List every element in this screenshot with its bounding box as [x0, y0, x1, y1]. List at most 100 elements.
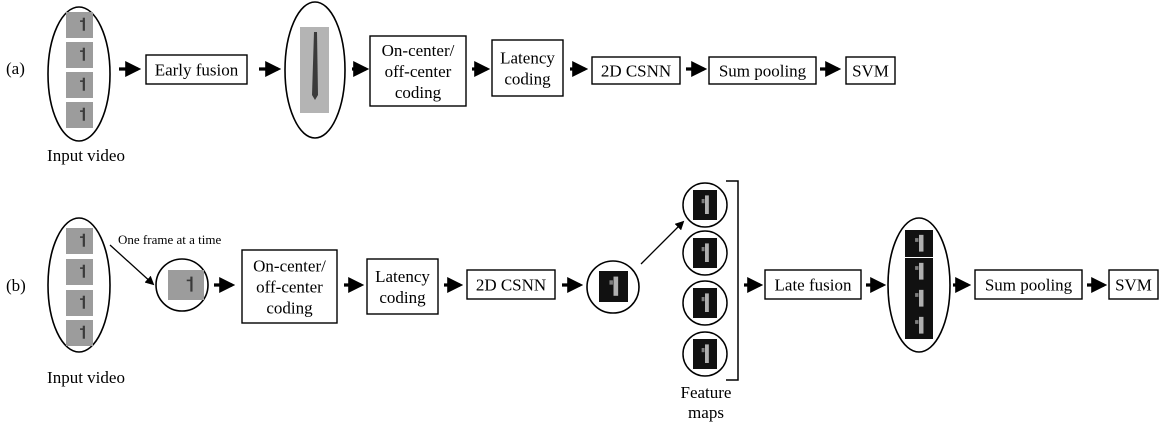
row-a-onoff-coding-box-label: off-center — [385, 62, 452, 81]
row-a-video-frame-figure-arm — [80, 80, 84, 82]
row-b-feature-maps-caption: maps — [688, 403, 724, 422]
row-b-video-frame-figure — [82, 295, 85, 309]
row-b-latency-coding-box-label: Latency — [375, 267, 430, 286]
row-a-video-frame-figure — [82, 107, 85, 121]
row-b-late-fusion-box-frame — [764, 269, 862, 300]
row-a-video-frame-bg — [66, 102, 93, 128]
row-b-video-frame-figure — [82, 233, 85, 247]
row-b-video-frame-bg — [66, 228, 93, 254]
row-b-single-frame-figure — [190, 276, 193, 292]
row-b-feature-map-figure — [705, 344, 709, 363]
row-b-feature-map — [693, 339, 717, 369]
row-b-late-fusion-box-label: Late fusion — [775, 276, 852, 295]
row-b-video-frame — [66, 320, 93, 346]
row-a-fused-image — [300, 27, 329, 113]
row-a-video-frame-figure-arm — [80, 50, 84, 52]
row-b-feature-map — [693, 288, 717, 318]
row-b-fused-map-figure-arm — [915, 238, 919, 242]
row-a-onoff-coding-box-frame — [369, 35, 467, 107]
row-a-csnn-box-label: 2D CSNN — [601, 62, 671, 81]
row-a-sum-pooling-box: Sum pooling — [708, 56, 817, 85]
row-b-video-frame-bg — [66, 259, 93, 285]
row-b-feature-map-circle — [682, 182, 728, 228]
row-b-fused-map — [905, 258, 933, 285]
row-b-csnn-output-map — [599, 271, 628, 302]
row-b-onoff-coding-box-label: On-center/ — [253, 257, 326, 276]
row-b-csnn-output-map-figure-arm — [609, 280, 613, 285]
row-b-video-frame-figure-arm — [80, 236, 84, 238]
row-b-frame-arrow — [109, 244, 155, 286]
row-b-fused-map — [905, 312, 933, 339]
row-b-fused-map-figure — [919, 316, 924, 334]
row-b-feature-map-figure-arm — [701, 199, 705, 204]
row-a-fused-image-trace — [312, 32, 318, 100]
row-b-video-frame — [66, 228, 93, 254]
row-a-latency-coding-box-frame — [491, 39, 564, 97]
row-b-single-frame-figure-arm — [186, 279, 192, 282]
row-b-fused-map-figure — [919, 289, 924, 307]
row-a-label: (a) — [6, 59, 25, 78]
row-a-video-frame-bg — [66, 72, 93, 98]
row-a-latency-coding-box-label: coding — [504, 70, 551, 89]
row-b-feature-map-figure-arm — [701, 247, 705, 252]
row-a-onoff-coding-box-label: On-center/ — [382, 41, 455, 60]
row-b-feature-map-circle — [682, 331, 728, 377]
row-b-label: (b) — [6, 276, 26, 295]
row-b-csnn-output-circle — [586, 260, 640, 314]
row-b-onoff-coding-box-label: off-center — [256, 278, 323, 297]
row-b-onoff-coding-box-label: coding — [266, 299, 313, 318]
row-b-svm-box: SVM — [1108, 269, 1159, 300]
row-b-video-frame-figure-arm — [80, 328, 84, 330]
row-a-input-ellipse — [47, 6, 111, 142]
row-a-onoff-coding-box-label: coding — [395, 83, 442, 102]
row-a-video-frame — [66, 102, 93, 128]
row-b-feature-maps-caption: Feature — [681, 383, 732, 402]
row-b-feature-map-figure-arm — [701, 348, 705, 353]
row-a-fused-ellipse — [284, 1, 346, 139]
row-a-csnn-box: 2D CSNN — [591, 56, 681, 85]
row-a-video-frame — [66, 72, 93, 98]
row-a-svm-box: SVM — [845, 56, 896, 85]
row-b-input-caption: Input video — [47, 368, 125, 387]
row-b-onoff-coding-box: On-center/off-center coding — [241, 249, 338, 324]
row-b-sum-pooling-box-frame — [974, 269, 1083, 300]
row-b-feature-map-figure-arm — [701, 297, 705, 302]
row-b-fused-map — [905, 230, 933, 257]
row-a-onoff-coding-box: On-center/off-center coding — [369, 35, 467, 107]
row-b-video-frame-figure-arm — [80, 298, 84, 300]
row-b-sum-pooling-box-label: Sum pooling — [985, 276, 1073, 295]
row-a-input-caption: Input video — [47, 146, 125, 165]
row-b-csnn-output-map-figure — [613, 276, 619, 296]
row-a-early-fusion-box-frame — [145, 54, 248, 85]
row-a-early-fusion-box-label: Early fusion — [155, 61, 239, 80]
row-b-single-frame-circle — [155, 258, 209, 312]
row-b-fused-map-figure — [919, 262, 924, 280]
row-b-late-fusion-box: Late fusion — [764, 269, 862, 300]
row-b-svm-box-frame — [1108, 269, 1159, 300]
row-b-fused-map-figure-arm — [915, 293, 919, 297]
row-b-input-ellipse — [47, 217, 111, 353]
row-a-svm-box-label: SVM — [852, 62, 889, 81]
row-b-csnn-box-frame — [466, 269, 556, 300]
row-a-svm-box-frame — [845, 56, 896, 85]
row-b-feature-map-circle — [682, 230, 728, 276]
row-b-csnn-box: 2D CSNN — [466, 269, 556, 300]
row-a-video-frame-figure-arm — [80, 20, 84, 22]
row-b-svm-box-label: SVM — [1115, 276, 1152, 295]
row-b-sum-pooling-box: Sum pooling — [974, 269, 1083, 300]
row-a-early-fusion-box: Early fusion — [145, 54, 248, 85]
row-b-feature-map-figure — [705, 243, 709, 262]
row-b-video-frame-figure — [82, 264, 85, 278]
row-a-video-frame-figure — [82, 47, 85, 61]
row-b-video-frame — [66, 259, 93, 285]
row-a-video-frame-figure-arm — [80, 110, 84, 112]
row-b-fused-map-figure-arm — [915, 266, 919, 270]
row-b-feature-arrow — [640, 220, 685, 265]
row-a-csnn-box-frame — [591, 56, 681, 85]
row-b-single-frame — [168, 270, 204, 300]
row-a-video-frame — [66, 42, 93, 68]
row-a-video-frame — [66, 12, 93, 38]
row-b-feature-map-figure — [705, 195, 709, 214]
row-a-video-frame-figure — [82, 17, 85, 31]
